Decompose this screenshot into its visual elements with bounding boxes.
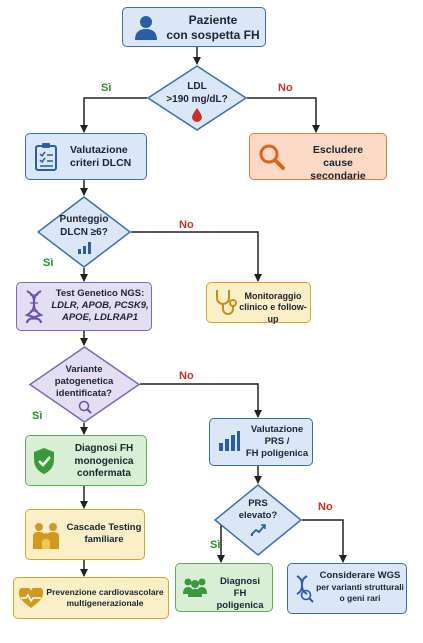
dna-icon (24, 290, 44, 324)
node-polygenic-line2: FH poligenica (216, 587, 264, 611)
label-dlcn-yes: Sì (43, 257, 54, 269)
shield-check-icon (34, 448, 54, 474)
node-exclude-line2: cause secondarie (310, 157, 366, 183)
group-icon (183, 578, 207, 597)
heart-pulse-icon (19, 588, 43, 608)
node-prevention: Prevenzione cardiovascolare multigeneraz… (13, 577, 169, 619)
label-variant-no: No (179, 370, 194, 382)
label-ldl-no: No (278, 82, 293, 94)
node-dlcn-evaluation-line1: Valutazione (70, 144, 128, 156)
label-variant-yes: Sì (32, 410, 43, 422)
decision-prs-high (214, 484, 302, 556)
node-patient-line1: Paziente (188, 13, 238, 27)
node-monogenic-line2: monogenica (74, 455, 134, 467)
decision-dlcn-line2: DLCN ≥6? (60, 226, 108, 238)
node-ngs-test: Test Genetico NGS: LDLR, APOB, PCSK9, AP… (16, 282, 152, 331)
stethoscope-icon (216, 290, 237, 315)
node-prs-line3: FH poligenica (245, 447, 309, 459)
decision-prs-line2: elevato? (238, 509, 278, 521)
node-dlcn-evaluation: Valutazione criteri DLCN (25, 133, 147, 180)
decision-ldl-text: LDL >190 mg/dL? (157, 81, 237, 106)
magnifier-icon (259, 144, 285, 170)
dna-search-icon (296, 575, 314, 603)
decision-prs-text: PRS elevato? (224, 498, 292, 522)
node-wgs-line3: o geni rari (339, 592, 381, 603)
decision-ldl-line1: LDL (187, 81, 207, 92)
node-exclude-secondary: Escludere cause secondarie (249, 133, 387, 183)
label-dlcn-no: No (179, 219, 194, 231)
decision-prs-line1: PRS (248, 498, 268, 509)
edge-ldl-dlcn (80, 97, 147, 133)
clipboard-icon (35, 143, 57, 171)
node-patient: Paziente con sospetta FH (122, 7, 266, 47)
node-cascade-testing: Cascade Testing familiare (25, 509, 145, 560)
node-dlcn-evaluation-line2: criteri DLCN (70, 157, 132, 170)
edge-prshigh-wgs (302, 519, 347, 563)
node-monogenic-diagnosis: Diagnosi FH monogenica confermata (25, 435, 147, 486)
person-icon (135, 16, 157, 40)
decision-variant-line2: patogenetica (54, 375, 114, 387)
edge-score-monitor (131, 231, 262, 282)
trend-up-icon (250, 524, 266, 536)
node-wgs-line1: Considerare WGS (319, 570, 401, 581)
label-ldl-yes: Sì (101, 82, 112, 94)
decision-dlcn-score (37, 196, 131, 268)
node-ngs-line1: Test Genetico NGS: (55, 288, 145, 299)
decision-dlcn-line1: Punteggio (59, 214, 109, 225)
bar-chart-icon (78, 242, 91, 254)
decision-variant-line3: identificata? (56, 387, 112, 399)
node-wgs-line2: per varianti strutturali (316, 581, 404, 592)
node-prevention-line1: Prevenzione cardiovascolare (46, 587, 164, 597)
node-prs-line1: Valutazione (250, 424, 304, 435)
node-patient-line2: con sospetta FH (166, 28, 260, 42)
node-ngs-line3: APOE, LDLRAP1 (61, 311, 138, 323)
node-exclude-line1: Escludere (312, 144, 364, 156)
bar-chart-icon (219, 431, 240, 451)
node-monitoring-line2: clinico e follow-up (239, 302, 307, 324)
decision-ldl (147, 65, 247, 131)
decision-variant (29, 346, 140, 423)
edge-variant-prs (140, 383, 262, 418)
node-prevention-line2: multigenerazionale (66, 597, 144, 608)
node-polygenic-line1: Diagnosi (219, 576, 261, 587)
node-monogenic-line3: confermata (77, 468, 131, 479)
node-monitoring: Monitoraggio clinico e follow-up (206, 282, 311, 324)
decision-dlcn-text: Punteggio DLCN ≥6? (45, 214, 123, 239)
node-monitoring-line1: Monitoraggio (244, 291, 302, 301)
node-prs-line2: PRS / (264, 435, 290, 447)
node-wgs: Considerare WGS per varianti strutturali… (287, 563, 407, 614)
blood-drop-icon (192, 108, 202, 122)
node-cascade-line2: familiare (84, 533, 124, 545)
label-prs-yes: Sì (210, 539, 221, 551)
label-prs-no: No (318, 501, 333, 513)
node-prs-evaluation: Valutazione PRS / FH poligenica (209, 418, 313, 466)
decision-variant-line1: Variante (65, 364, 103, 375)
node-monogenic-line1: Diagnosi FH (74, 443, 134, 454)
node-polygenic-diagnosis: Diagnosi FH poligenica (175, 563, 273, 612)
node-ngs-line2: LDLR, APOB, PCSK9, (51, 299, 149, 311)
decision-variant-text: Variante patogenetica identificata? (44, 364, 124, 400)
decision-ldl-line2: >190 mg/dL? (166, 93, 228, 105)
dna-search-icon (78, 400, 92, 414)
edge-ldl-exclude (247, 97, 320, 133)
family-icon (33, 523, 59, 549)
node-cascade-line1: Cascade Testing (66, 522, 142, 533)
